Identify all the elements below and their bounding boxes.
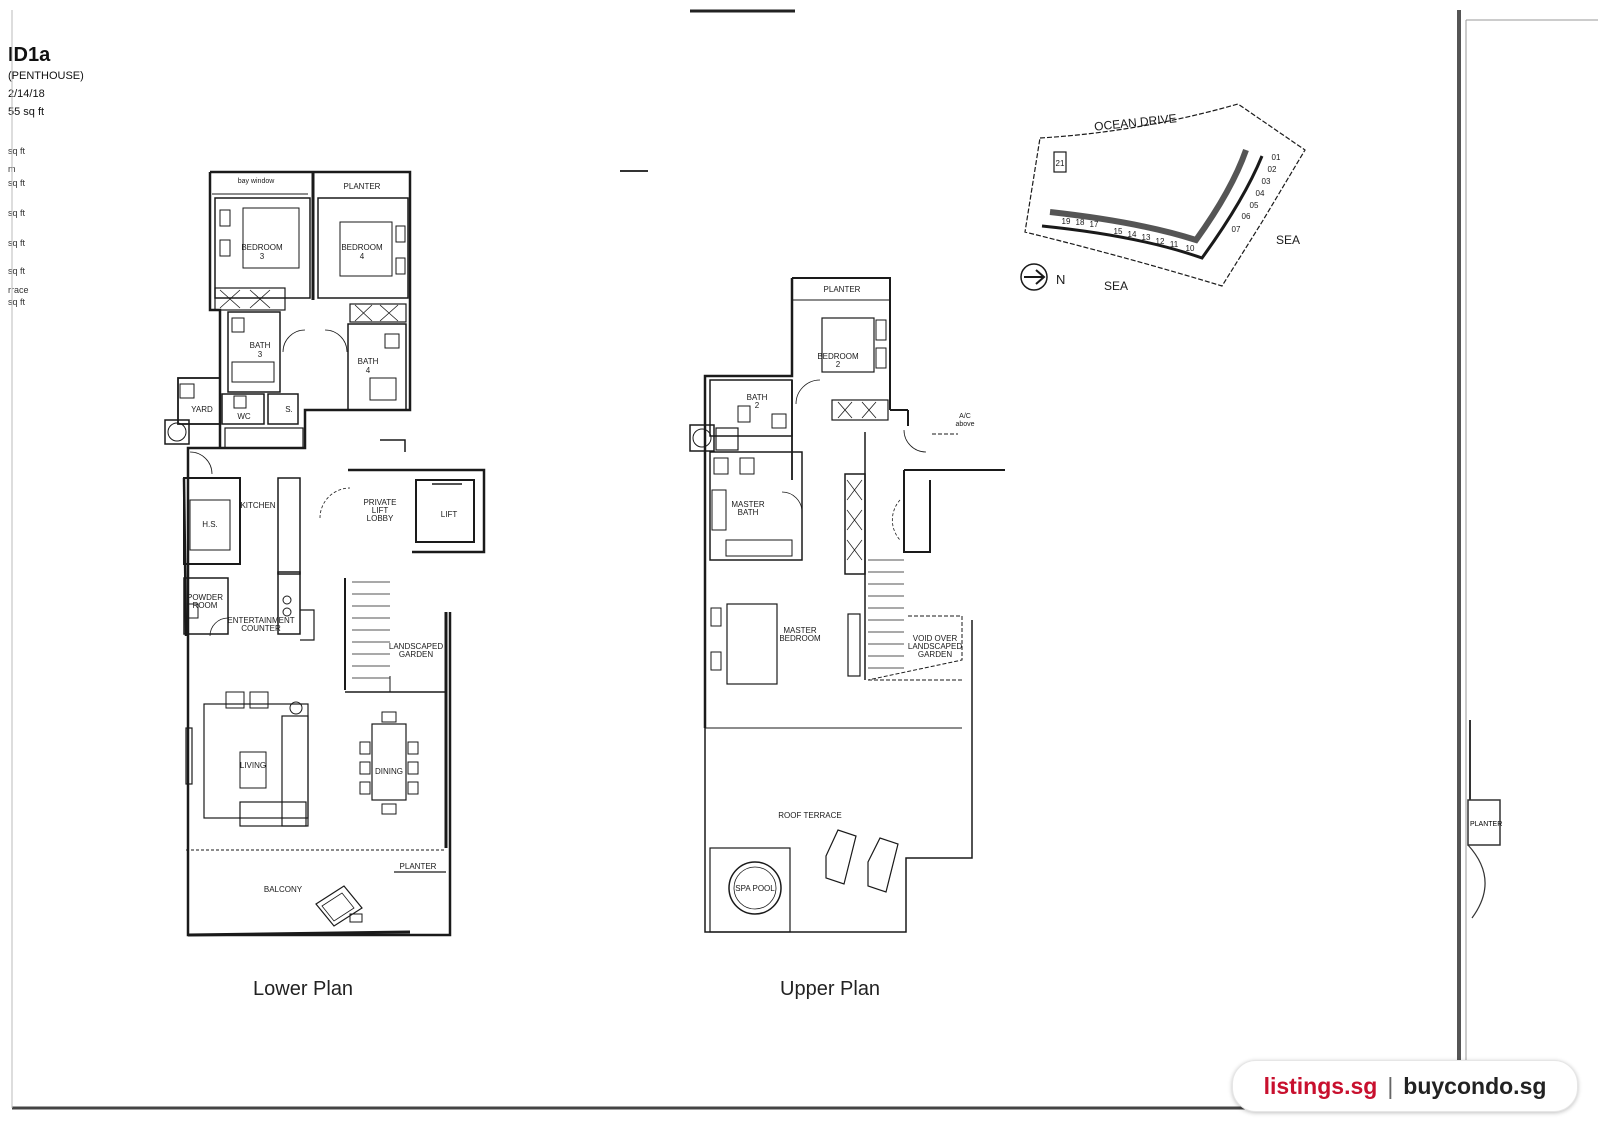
lower-plan-labels: bay window PLANTER BEDROOM 3 BEDROOM 4 B… [187,178,457,894]
landscaped-garden-label-2: GARDEN [399,650,433,659]
block-number: 04 [1256,189,1265,198]
block-number: 21 [1056,159,1065,168]
ac-above-label-2: above [955,421,974,428]
powder-room-label-2: ROOM [193,601,218,610]
living-label: LIVING [240,761,266,770]
bedroom-3-number: 3 [260,252,265,261]
dining-label: DINING [375,767,403,776]
lower-plan-title: Lower Plan [253,978,354,1000]
upper-plan-title: Upper Plan [780,978,881,1000]
master-bedroom-label-1: MASTER [783,626,817,635]
side-label: sq ft [8,146,26,156]
block-number: 06 [1242,212,1251,221]
spa-pool-label: SPA POOL [735,884,775,893]
block-number: 18 [1076,218,1085,227]
sea-label-bottom: SEA [1104,279,1128,293]
bath-2-number: 2 [755,401,760,410]
unit-category: (PENTHOUSE) [8,70,84,82]
master-bath-label-2: BATH [738,508,759,517]
bath-3-label: BATH [250,341,271,350]
void-label-3: GARDEN [918,650,952,659]
private-lift-lobby-label-3: LOBBY [367,514,394,523]
entertainment-counter-label-2: COUNTER [241,624,281,633]
side-label: sq ft [8,208,26,218]
kitchen-label: KITCHEN [240,501,275,510]
bay-window-label: bay window [238,178,276,185]
bedroom-4-label: BEDROOM [341,243,383,252]
block-number: 19 [1062,217,1071,226]
site-plan [1020,103,1306,291]
bath-4-number: 4 [366,366,371,375]
adjacent-page-fragment [1467,720,1501,919]
balcony-label: BALCONY [264,885,303,894]
lower-plan [164,170,486,937]
private-lift-lobby-label-2: LIFT [372,506,389,515]
block-number: 05 [1250,201,1259,210]
block-number: 03 [1262,177,1271,186]
upper-plan [689,277,1005,933]
bath-3-number: 3 [258,350,263,359]
planter-top-label: PLANTER [344,182,381,191]
watermark-site-a: listings.sg [1263,1072,1378,1099]
ac-above-label-1: A/C [959,413,971,420]
entertainment-counter-label-1: ENTERTAINMENT [227,616,294,625]
bedroom-2-label: BEDROOM [817,352,859,361]
watermark-site-b: buycondo.sg [1403,1072,1547,1099]
bath-2-label: BATH [747,393,768,402]
master-bedroom-label-2: BEDROOM [779,634,821,643]
private-lift-lobby-label-1: PRIVATE [363,498,396,507]
block-number: 10 [1186,244,1195,253]
bedroom-4-number: 4 [360,252,365,261]
unit-type: ID1a [8,44,51,66]
powder-room-label-1: POWDER [187,593,223,602]
household-shelter-label: H.S. [202,520,218,529]
ocean-drive-label: OCEAN DRIVE [1094,111,1178,134]
watermark-badge: listings.sg | buycondo.sg [1232,1060,1578,1112]
side-label: rrace [8,285,29,295]
block-number: 02 [1268,165,1277,174]
bath-4-label: BATH [358,357,379,366]
side-label: sq ft [8,297,26,307]
watermark-separator: | [1387,1072,1394,1099]
store-label: S. [285,405,293,414]
yard-label: YARD [191,405,213,414]
block-number: 01 [1272,153,1281,162]
upper-plan-labels: PLANTER BEDROOM 2 BATH 2 A/C above MASTE… [731,285,974,893]
bedroom-2-number: 2 [836,360,841,369]
block-number: 15 [1114,227,1123,236]
side-label: sq ft [8,178,26,188]
bedroom-3-label: BEDROOM [241,243,283,252]
unit-numbers: 2/14/18 [8,88,45,100]
block-number: 17 [1090,220,1099,229]
site-plan-block-numbers: 21 01 02 03 04 05 06 07 19 18 17 15 14 1… [1056,153,1281,253]
block-number: 12 [1156,237,1165,246]
void-label-1: VOID OVER [913,634,958,643]
adjacent-planter-label: PLANTER [1470,821,1502,828]
side-label: sq ft [8,238,26,248]
upper-planter-label: PLANTER [824,285,861,294]
roof-terrace-label: ROOF TERRACE [778,811,841,820]
north-label: N [1056,272,1065,287]
landscaped-garden-label-1: LANDSCAPED [389,642,443,651]
master-bath-label-1: MASTER [731,500,765,509]
unit-area: 55 sq ft [8,106,45,118]
block-number: 13 [1142,233,1151,242]
block-number: 07 [1232,225,1241,234]
sea-label-right: SEA [1276,233,1300,247]
block-number: 14 [1128,230,1137,239]
wc-label: WC [237,412,251,421]
void-label-2: LANDSCAPED [908,642,962,651]
block-number: 11 [1170,240,1179,249]
lift-label: LIFT [441,510,458,519]
side-label: sq ft [8,266,26,276]
planter-bottom-label: PLANTER [400,862,437,871]
